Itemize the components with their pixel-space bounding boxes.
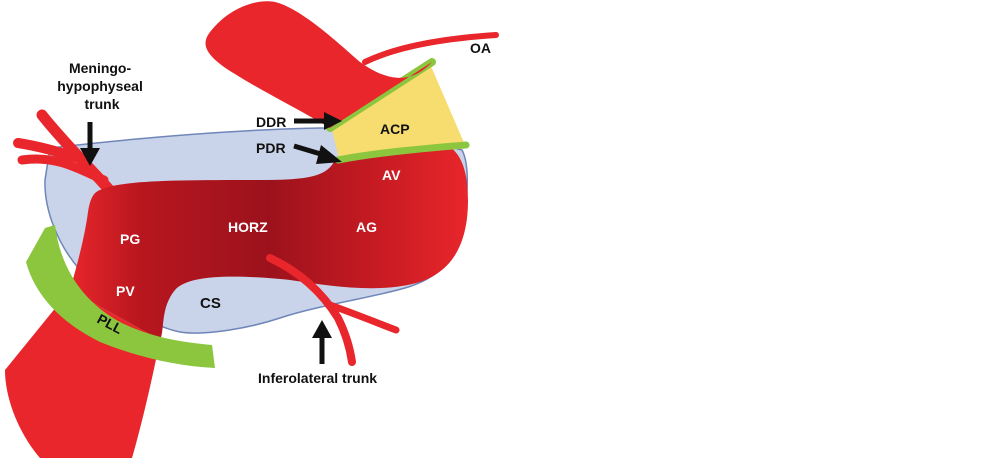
inferolateral-trunk-branch	[266, 254, 356, 366]
petrolingual-ligament-shape	[26, 225, 215, 368]
anterior-clinoid-process-shape	[332, 64, 465, 162]
label-oa: OA	[470, 40, 491, 56]
meningohypophyseal-branch	[13, 138, 89, 165]
pdr-arrow	[293, 143, 342, 164]
ddr-arrow	[294, 112, 342, 130]
inferolateral-arrow	[312, 320, 332, 364]
label-pv: PV	[116, 283, 135, 299]
label-meningohypophyseal-line2: hypophyseal	[57, 78, 143, 94]
label-meningohypophyseal: Meningo- hypophyseal trunk	[57, 60, 146, 112]
label-pg: PG	[120, 231, 140, 247]
label-meningohypophyseal-line1: Meningo-	[69, 60, 132, 76]
label-ag: AG	[356, 219, 377, 235]
label-ddr: DDR	[256, 114, 286, 130]
label-inferolateral-trunk: Inferolateral trunk	[258, 370, 377, 386]
meningohypophyseal-arrow	[80, 122, 100, 166]
distal-ica-shape	[205, 1, 432, 129]
meningohypophyseal-branch	[17, 154, 109, 185]
label-horz: HORZ	[228, 219, 268, 235]
label-pdr: PDR	[256, 140, 286, 156]
label-cs: CS	[200, 295, 221, 312]
cavernous-ica-shape	[70, 140, 468, 340]
ophthalmic-artery	[362, 32, 499, 65]
inferolateral-trunk-branch	[326, 301, 400, 334]
label-av: AV	[382, 167, 401, 183]
label-meningohypophyseal-line3: trunk	[85, 96, 120, 112]
proximal-dural-ring	[334, 141, 470, 164]
label-acp: ACP	[380, 121, 410, 137]
